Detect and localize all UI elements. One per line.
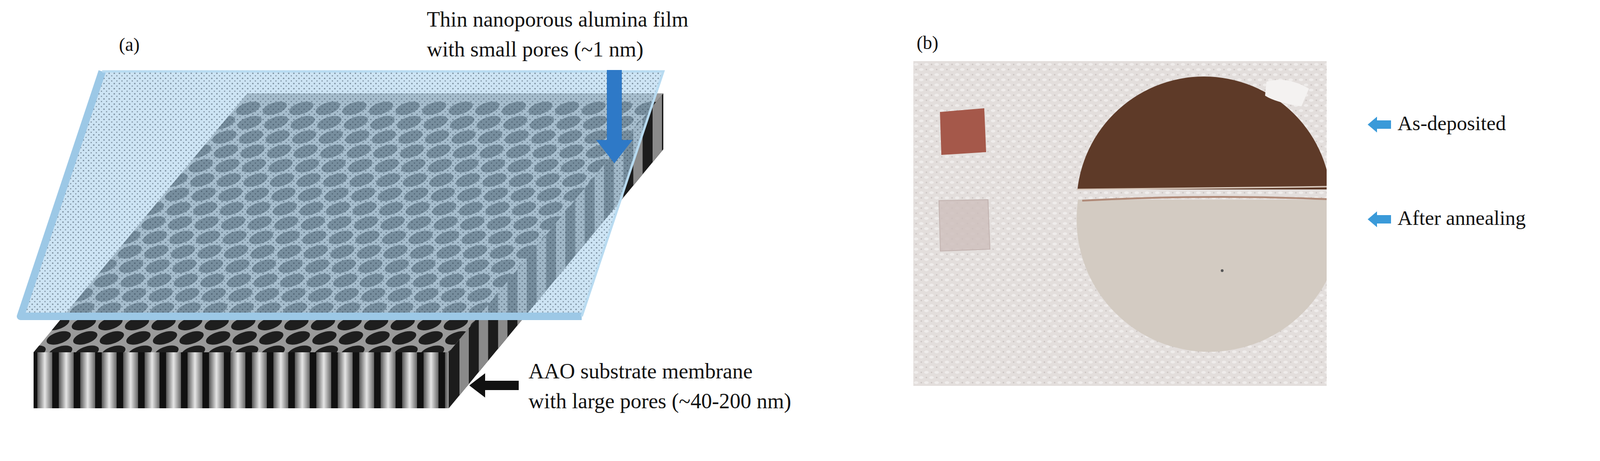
channel: [123, 352, 139, 409]
sample-as-deposited: [939, 108, 987, 155]
pointer-arrow: [1367, 211, 1392, 228]
pore: [414, 331, 447, 345]
channel: [58, 352, 74, 409]
pore: [334, 331, 368, 345]
pore: [122, 331, 155, 345]
sample-as-deposited: [1076, 76, 1327, 190]
pore: [69, 331, 102, 345]
channel: [230, 352, 246, 409]
sample-annealed: [939, 199, 990, 251]
channel: [37, 352, 53, 409]
channel: [423, 352, 439, 409]
channel: [380, 352, 396, 409]
state-label: As-deposited: [1397, 111, 1506, 136]
pore: [42, 331, 76, 345]
pore: [683, 101, 717, 116]
state-label: After annealing: [1397, 205, 1526, 231]
pore-channels: [37, 352, 460, 409]
thin-film: [20, 71, 664, 317]
pore: [175, 331, 209, 345]
channel: [459, 327, 469, 396]
channel: [101, 352, 117, 409]
channel: [80, 352, 96, 409]
pore: [361, 331, 394, 345]
photo: [913, 61, 1327, 386]
pore: [387, 331, 421, 345]
pore: [307, 331, 341, 345]
pointer-arrow: [596, 69, 633, 164]
pore: [201, 331, 235, 345]
pore: [0, 359, 25, 374]
pore: [0, 345, 24, 360]
channel: [251, 352, 267, 409]
channel: [402, 352, 418, 409]
channel: [273, 352, 289, 409]
panel-label: (b): [916, 31, 939, 55]
channel: [294, 352, 310, 409]
pore: [660, 130, 693, 144]
film-edge: [102, 71, 664, 317]
pore: [254, 331, 288, 345]
pore: [15, 331, 49, 345]
channel: [359, 352, 375, 409]
film-edge: [20, 71, 582, 317]
substrate-label: AAO substrate membrane with large pores …: [528, 356, 794, 417]
pore: [281, 331, 314, 345]
film-label: Thin nanoporous alumina film with small …: [426, 4, 691, 65]
sample-annealed: [1076, 199, 1327, 352]
pointer-arrow: [1367, 116, 1392, 133]
panel-label: (a): [118, 33, 140, 56]
channel: [187, 352, 203, 409]
pointer-arrow: [469, 373, 519, 398]
membrane-front: [33, 352, 449, 409]
channel: [166, 352, 181, 409]
channel: [208, 352, 224, 409]
pore: [148, 331, 182, 345]
channel: [144, 352, 160, 409]
film-dots: [20, 71, 664, 317]
channel: [337, 352, 353, 409]
pore: [228, 331, 262, 345]
film-chip: [1265, 79, 1309, 107]
channel: [316, 352, 332, 409]
channel: [652, 95, 662, 163]
pore: [95, 331, 129, 345]
